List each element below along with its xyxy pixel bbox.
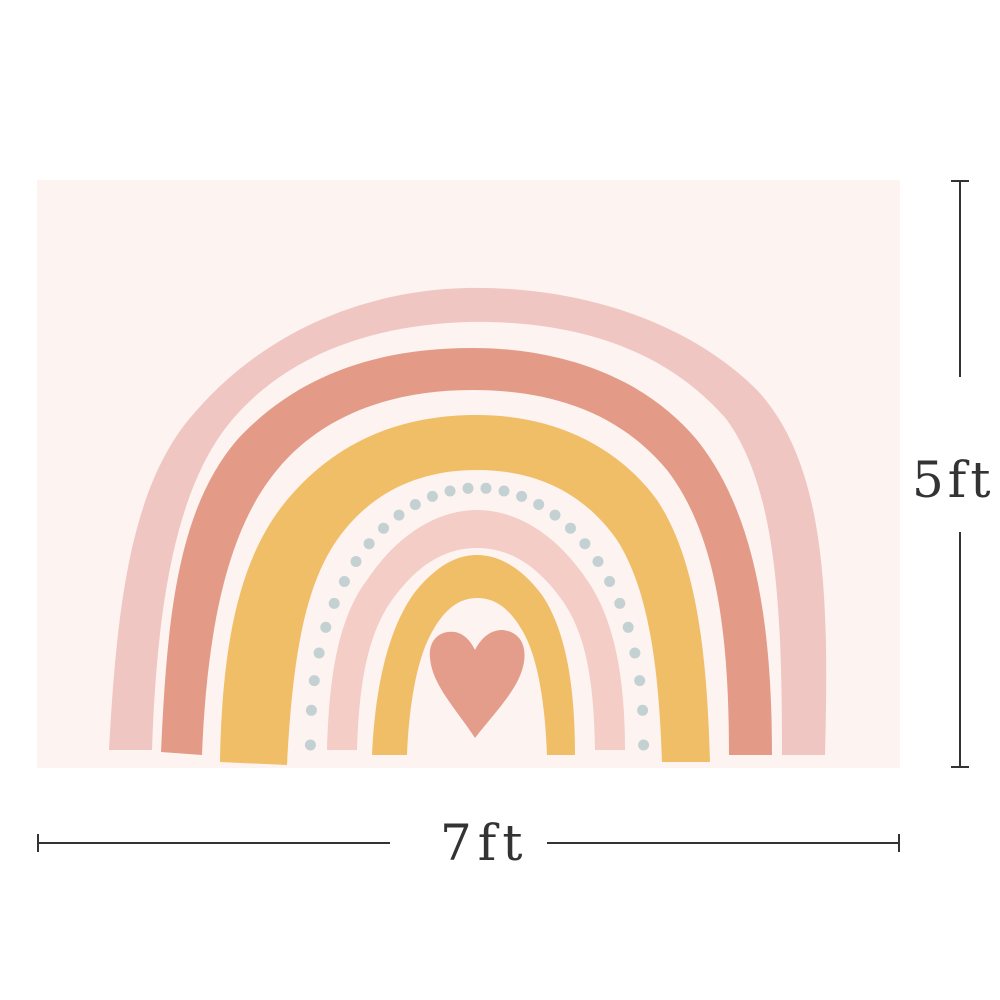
heart-icon — [429, 630, 525, 738]
arc-dot — [592, 556, 604, 567]
arc-dot — [305, 704, 317, 716]
height-label: 5ft — [912, 451, 995, 509]
arc-dot — [629, 647, 641, 659]
arc-dot — [462, 482, 474, 494]
arc-dot — [350, 556, 362, 567]
rainbow-dotted-arc — [304, 482, 650, 751]
rainbow-band-mustard — [220, 415, 710, 765]
arc-dot — [614, 597, 626, 609]
arc-dot — [393, 509, 405, 521]
arc-dot — [498, 485, 510, 497]
arc-dot — [565, 522, 576, 534]
arc-dot — [637, 704, 649, 716]
arc-dot — [634, 675, 646, 687]
arc-dot — [638, 739, 650, 751]
arc-dot — [363, 538, 375, 550]
arc-dot — [328, 597, 340, 609]
arc-dot — [579, 538, 591, 550]
rainbow-band-inner-pink — [327, 510, 625, 750]
arc-dot — [622, 621, 634, 633]
arc-dot — [308, 675, 320, 687]
arc-dot — [549, 509, 561, 521]
arc-dot — [604, 576, 616, 587]
arc-dot — [338, 576, 350, 587]
width-label: 7ft — [440, 814, 529, 872]
arc-dot — [378, 522, 389, 534]
arc-dot — [313, 647, 325, 659]
arc-dot — [320, 621, 332, 633]
arc-dot — [444, 485, 456, 497]
rainbow-band-inner-mustard — [372, 555, 575, 755]
arc-dot — [480, 482, 492, 494]
arc-dot — [516, 490, 528, 502]
backdrop-canvas — [37, 180, 900, 768]
arc-dot — [426, 490, 438, 502]
arc-dot — [533, 499, 545, 510]
arc-dot — [409, 499, 421, 510]
rainbow-illustration — [109, 287, 827, 765]
arc-dot — [304, 739, 316, 751]
